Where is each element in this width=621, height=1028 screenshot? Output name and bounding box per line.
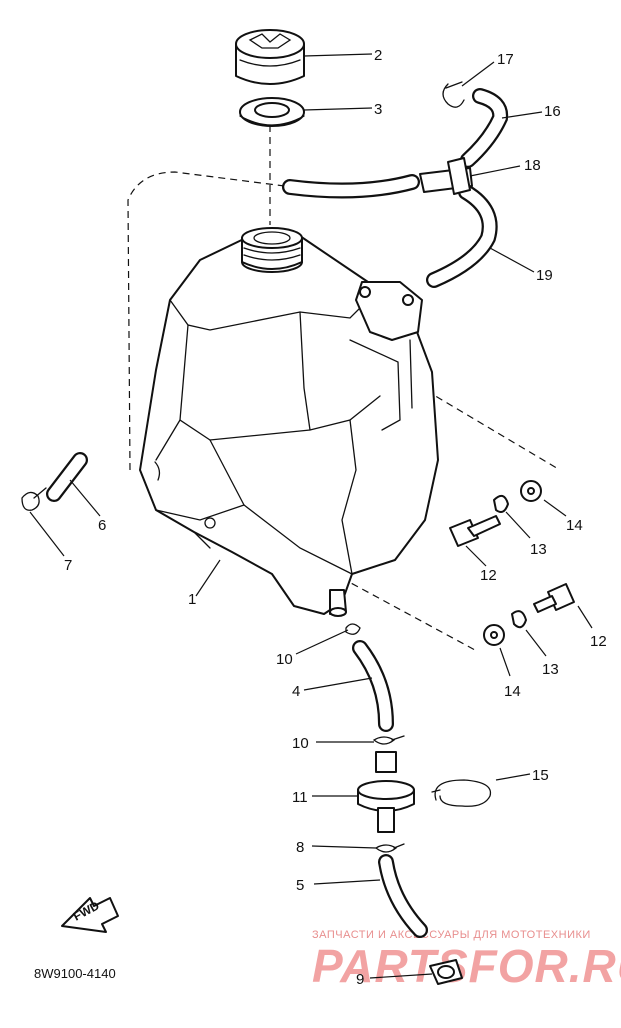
callout-1: 1	[188, 591, 196, 608]
watermark-tagline: ЗАПЧАСТИ И АКСЕССУАРЫ ДЛЯ МОТОТЕХНИКИ	[312, 929, 591, 941]
callout-9: 9	[356, 971, 364, 988]
callout-11: 11	[292, 789, 308, 806]
tank-cap	[235, 29, 305, 85]
callout-5: 5	[296, 877, 304, 894]
watermark: ЗАПЧАСТИ И АКСЕССУАРЫ ДЛЯ МОТОТЕХНИКИ PA…	[312, 929, 621, 992]
breather-hoses	[282, 81, 509, 288]
breather-route-line	[127, 171, 301, 471]
callout-4: 4	[292, 683, 300, 700]
callout-6: 6	[98, 517, 106, 534]
callout-3: 3	[374, 101, 382, 118]
callout-12-lower: 12	[590, 633, 607, 650]
cap-gasket	[239, 97, 305, 127]
callout-13-lower: 13	[542, 661, 559, 678]
callout-17: 17	[497, 51, 514, 68]
forward-arrow-icon: FWD	[61, 897, 119, 933]
catalog-code: 8W9100-4140	[34, 966, 116, 981]
callout-13-upper: 13	[530, 541, 547, 558]
callout-15: 15	[532, 767, 549, 784]
callout-16: 16	[544, 103, 561, 120]
callout-10-upper: 10	[276, 651, 293, 668]
mounting-hardware	[449, 480, 575, 646]
callout-18: 18	[524, 157, 541, 174]
callout-7: 7	[64, 557, 72, 574]
watermark-brand: PARTSFOR.RU	[312, 940, 621, 992]
fuel-tank	[139, 227, 439, 617]
callout-8: 8	[296, 839, 304, 856]
leader-lines	[29, 53, 593, 979]
callout-12-upper: 12	[480, 567, 497, 584]
callout-14-upper: 14	[566, 517, 583, 534]
callout-2: 2	[374, 47, 382, 64]
drain-hose-6	[21, 452, 88, 511]
callout-19: 19	[536, 267, 553, 284]
callout-10-lower: 10	[292, 735, 309, 752]
fuel-line-assembly	[345, 623, 492, 985]
upper-mount-line	[394, 371, 561, 471]
callout-labels: 2 3 17 16 18 19 6 7 1 14 13 12 12 13 14 …	[64, 47, 607, 988]
callout-14-lower: 14	[504, 683, 521, 700]
